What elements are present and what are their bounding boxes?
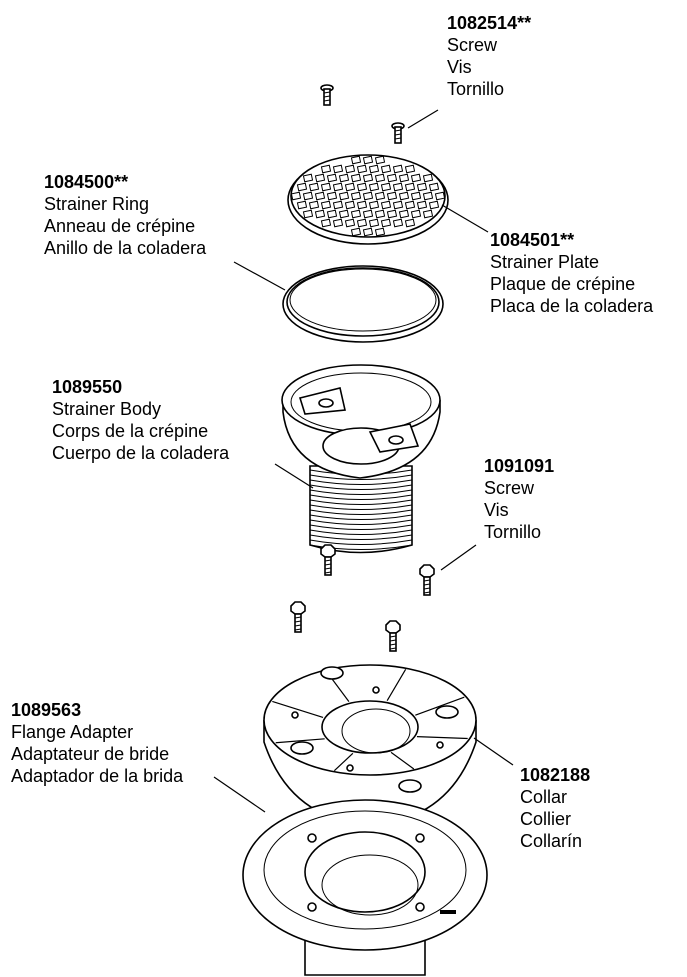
strainer-body-drawing xyxy=(281,364,441,554)
strainer-plate-drawing xyxy=(287,154,449,245)
part-name-es: Tornillo xyxy=(447,79,505,99)
part-name-es: Adaptador de la brida xyxy=(11,766,184,786)
part-name-en: Screw xyxy=(484,478,535,498)
part-number: 1091091 xyxy=(484,456,555,476)
callout-collar: 1082188 Collar Collier Collarín xyxy=(520,764,590,852)
callout-strainer-body: 1089550 Strainer Body Corps de la crépin… xyxy=(52,376,229,464)
screw-top-right-drawing xyxy=(391,122,405,144)
screw-top-left-drawing xyxy=(320,84,334,106)
part-name-fr: Vis xyxy=(447,57,472,77)
part-number: 1084500** xyxy=(44,172,129,192)
part-number: 1082188 xyxy=(520,765,591,785)
callout-flange-adapter: 1089563 Flange Adapter Adaptateur de bri… xyxy=(11,699,183,787)
part-name-es: Collarín xyxy=(520,831,583,851)
callout-screw-mid: 1091091 Screw Vis Tornillo xyxy=(484,455,554,543)
part-name-fr: Plaque de crépine xyxy=(490,274,636,294)
callout-strainer-plate: 1084501** Strainer Plate Plaque de crépi… xyxy=(490,229,653,317)
flange-adapter-drawing xyxy=(242,799,488,976)
leader-strainer-plate xyxy=(441,204,489,233)
part-name-en: Collar xyxy=(520,787,568,807)
part-name-en: Strainer Ring xyxy=(44,194,150,214)
screw-mid-1-drawing xyxy=(320,544,336,576)
part-name-es: Placa de la coladera xyxy=(490,296,654,316)
leader-screw-mid xyxy=(440,544,477,571)
part-number: 1089550 xyxy=(52,377,123,397)
part-name-fr: Adaptateur de bride xyxy=(11,744,170,764)
part-number: 1084501** xyxy=(490,230,575,250)
part-name-fr: Corps de la crépine xyxy=(52,421,209,441)
screw-mid-4-drawing xyxy=(385,620,401,652)
leader-flange-adapter xyxy=(213,776,266,813)
callout-strainer-ring: 1084500** Strainer Ring Anneau de crépin… xyxy=(44,171,206,259)
part-number: 1089563 xyxy=(11,700,82,720)
leader-strainer-body xyxy=(274,463,314,489)
strainer-plate-holes xyxy=(291,155,445,237)
leader-collar xyxy=(473,737,514,766)
screw-mid-2-drawing xyxy=(419,564,435,596)
part-name-en: Flange Adapter xyxy=(11,722,134,742)
part-name-es: Tornillo xyxy=(484,522,542,542)
collar-drawing xyxy=(263,664,477,826)
leader-strainer-ring xyxy=(233,261,286,291)
part-name-fr: Anneau de crépine xyxy=(44,216,196,236)
part-name-es: Cuerpo de la coladera xyxy=(52,443,230,463)
screw-mid-3-drawing xyxy=(290,601,306,633)
part-name-en: Screw xyxy=(447,35,498,55)
strainer-ring-drawing xyxy=(282,265,444,343)
part-number: 1082514** xyxy=(447,13,532,33)
part-name-fr: Vis xyxy=(484,500,509,520)
leader-screw-top xyxy=(407,109,439,129)
part-name-es: Anillo de la coladera xyxy=(44,238,207,258)
callout-screw-top: 1082514** Screw Vis Tornillo xyxy=(447,12,531,100)
part-name-fr: Collier xyxy=(520,809,572,829)
part-name-en: Strainer Plate xyxy=(490,252,600,272)
part-name-en: Strainer Body xyxy=(52,399,162,419)
